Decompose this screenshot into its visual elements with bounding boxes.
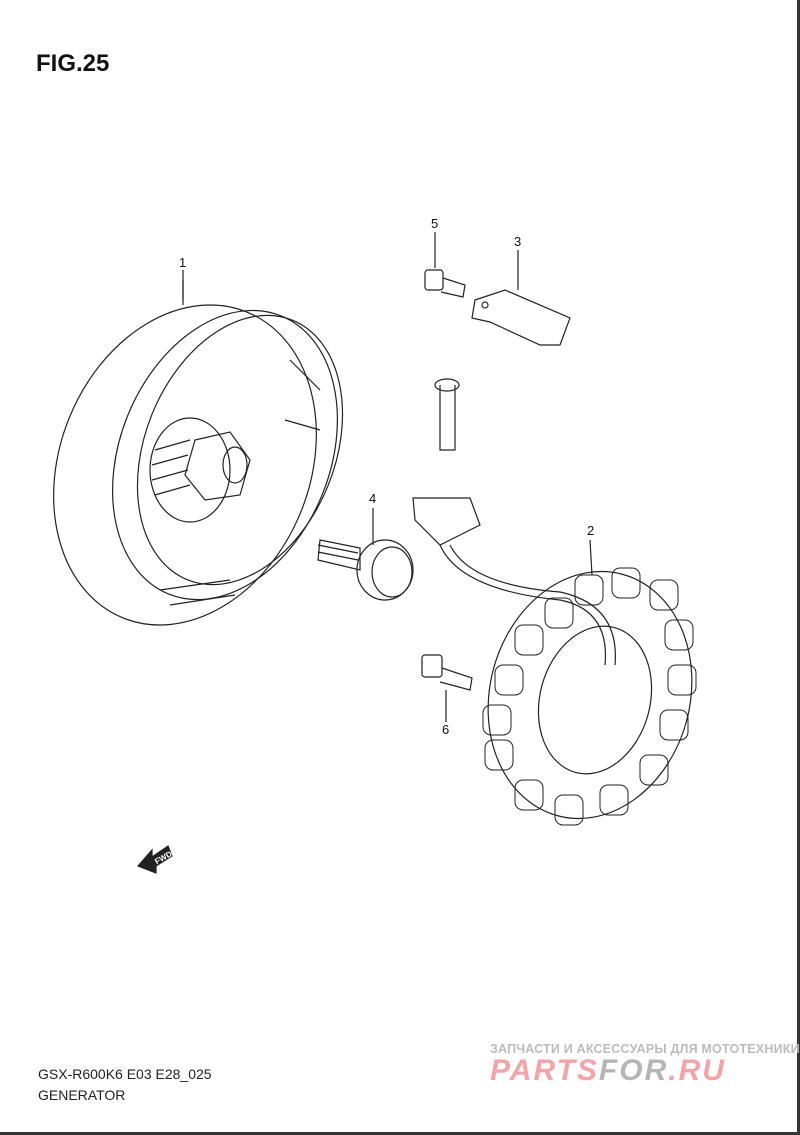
- part-3-bracket[interactable]: [471, 250, 571, 346]
- figure-label: FIG.25: [36, 50, 110, 77]
- part-4-bolt[interactable]: [317, 508, 414, 601]
- fwd-arrow-icon: FWD: [136, 845, 174, 874]
- part-number-4: 4: [369, 491, 377, 506]
- part-number-2: 2: [587, 523, 595, 538]
- part-number-5: 5: [431, 216, 439, 231]
- diagram-code: GSX-R600K6 E03 E28_025: [38, 1066, 212, 1082]
- part-number-6: 6: [442, 722, 450, 737]
- part-number-3: 3: [514, 234, 522, 249]
- watermark-tagline: ЗАПЧАСТИ И АКСЕССУАРЫ ДЛЯ МОТОТЕХНИКИ: [490, 1042, 800, 1056]
- part-6-bolt[interactable]: [421, 654, 473, 722]
- part-number-1: 1: [179, 255, 187, 270]
- diagram-title: GENERATOR: [38, 1087, 126, 1103]
- watermark-logo: PARTSFOR.RU: [490, 1054, 726, 1087]
- part-5-bolt[interactable]: [424, 232, 466, 298]
- part-1-rotor[interactable]: [7, 265, 380, 665]
- part-2-stator[interactable]: [412, 378, 719, 842]
